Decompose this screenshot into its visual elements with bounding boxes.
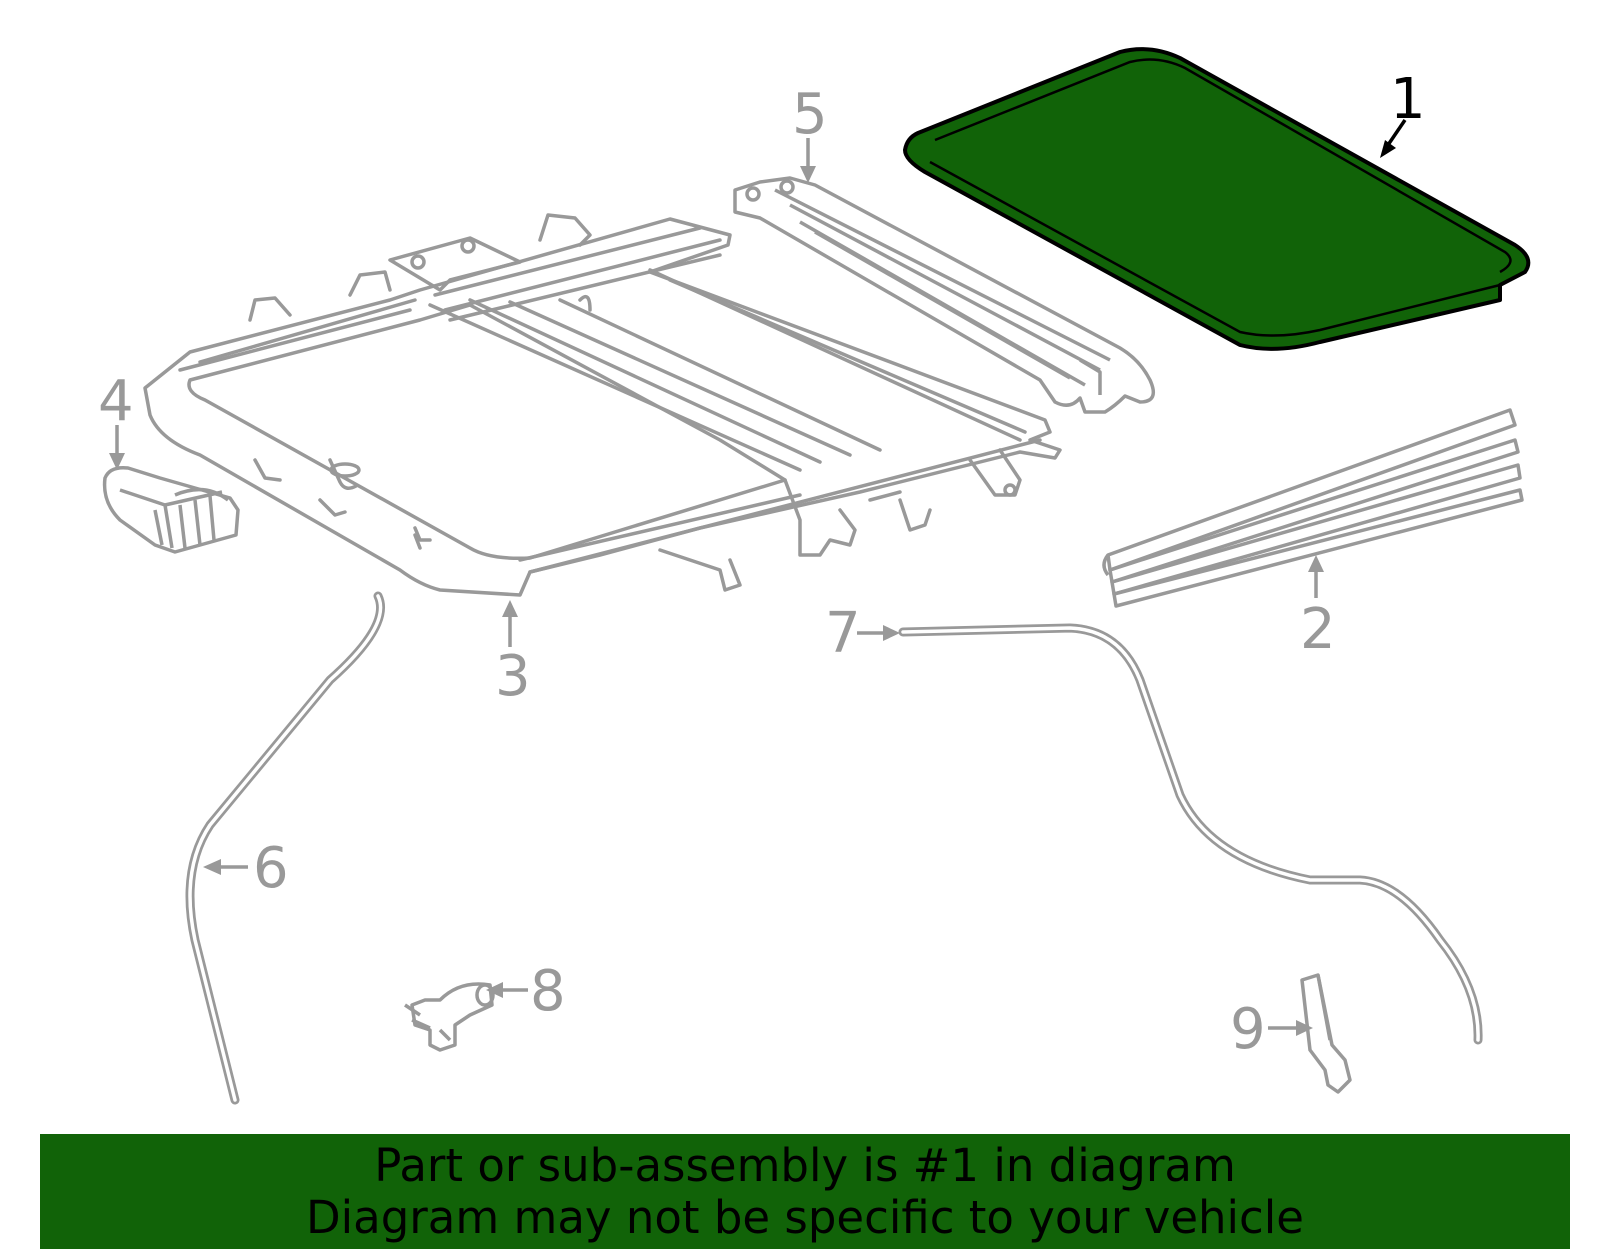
- arrow-3: [502, 600, 518, 647]
- arrow-7: [857, 625, 900, 641]
- frame-inner-opening: [187, 303, 787, 561]
- callout-4: 4: [98, 369, 134, 434]
- part-6-drain-hose-inner: [188, 594, 383, 1102]
- part-1-glass-panel[interactable]: [903, 47, 1531, 351]
- part-9-bracket[interactable]: [1300, 973, 1352, 1094]
- glass-panel-lower-edge: [929, 160, 1501, 337]
- part-7-drain-hose-inner: [901, 626, 1480, 1042]
- glass-panel-inner-edge: [934, 58, 1512, 274]
- banner-background: [40, 1134, 1570, 1249]
- callout-3: 3: [495, 644, 531, 709]
- callout-5: 5: [792, 82, 828, 147]
- arrow-1: [1380, 119, 1407, 158]
- info-banner: Part or sub-assembly is #1 in diagram Di…: [40, 1134, 1570, 1249]
- part-2-seal-strip[interactable]: [1102, 408, 1524, 608]
- arrow-2: [1308, 555, 1324, 598]
- banner-line-1: Part or sub-assembly is #1 in diagram: [374, 1138, 1236, 1192]
- leader-arrows: [109, 119, 1407, 1036]
- part-7-drain-hose[interactable]: [898, 623, 1483, 1045]
- arrow-8: [486, 982, 528, 998]
- banner-line-2: Diagram may not be specific to your vehi…: [306, 1190, 1304, 1244]
- callout-7: 7: [825, 601, 861, 666]
- part-8-connector[interactable]: [404, 982, 495, 1052]
- arrow-4: [109, 425, 125, 470]
- callout-6: 6: [253, 836, 289, 901]
- callout-8: 8: [530, 959, 566, 1024]
- callout-9: 9: [1230, 997, 1266, 1062]
- part-4-motor[interactable]: [102, 465, 240, 554]
- part-5-rail[interactable]: [733, 176, 1156, 414]
- arrow-5: [800, 138, 816, 183]
- arrow-9: [1268, 1020, 1313, 1036]
- arrow-6: [203, 859, 248, 875]
- callout-1: 1: [1390, 67, 1426, 132]
- part-3-frame[interactable]: [143, 213, 1062, 597]
- glass-panel-shape: [903, 47, 1531, 351]
- callout-2: 2: [1300, 597, 1336, 662]
